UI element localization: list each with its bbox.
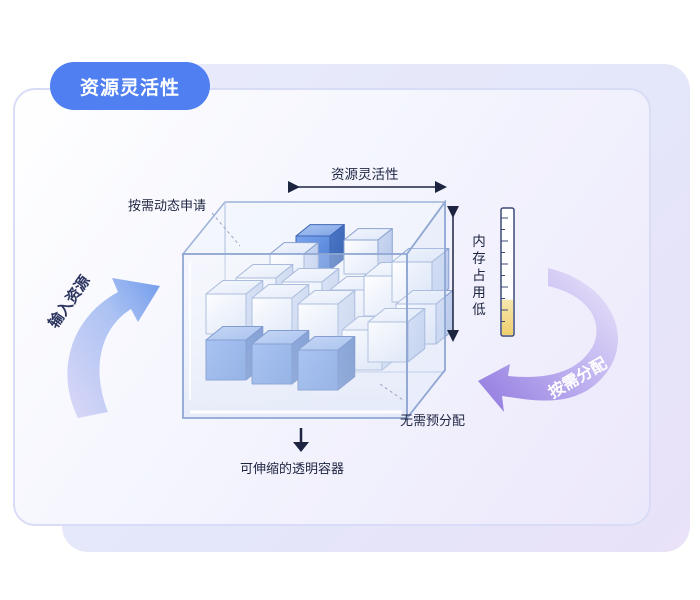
- container-label: 可伸缩的透明容器: [240, 462, 345, 477]
- apply-label: 按需动态申请: [128, 199, 207, 214]
- memory-label-char: 低: [472, 302, 486, 318]
- memory-label-char: 存: [472, 251, 486, 267]
- no-prealloc-label: 无需预分配: [400, 414, 466, 429]
- memory-label-char: 内: [472, 234, 486, 250]
- down-arrow: [293, 428, 309, 452]
- memory-label-char: 占: [472, 268, 486, 284]
- memory-label-char: 用: [472, 285, 486, 301]
- memory-gauge: [500, 207, 515, 337]
- container-front: [182, 199, 446, 421]
- memory-gauge-fill: [502, 299, 513, 335]
- allocate-arrow: [478, 268, 619, 412]
- input-arrow: [67, 278, 160, 418]
- memory-label: 内存占用低: [470, 234, 488, 319]
- top-dimension-label: 资源灵活性: [331, 167, 399, 183]
- title-badge: 资源灵活性: [50, 62, 210, 110]
- leader-lines: [211, 212, 404, 401]
